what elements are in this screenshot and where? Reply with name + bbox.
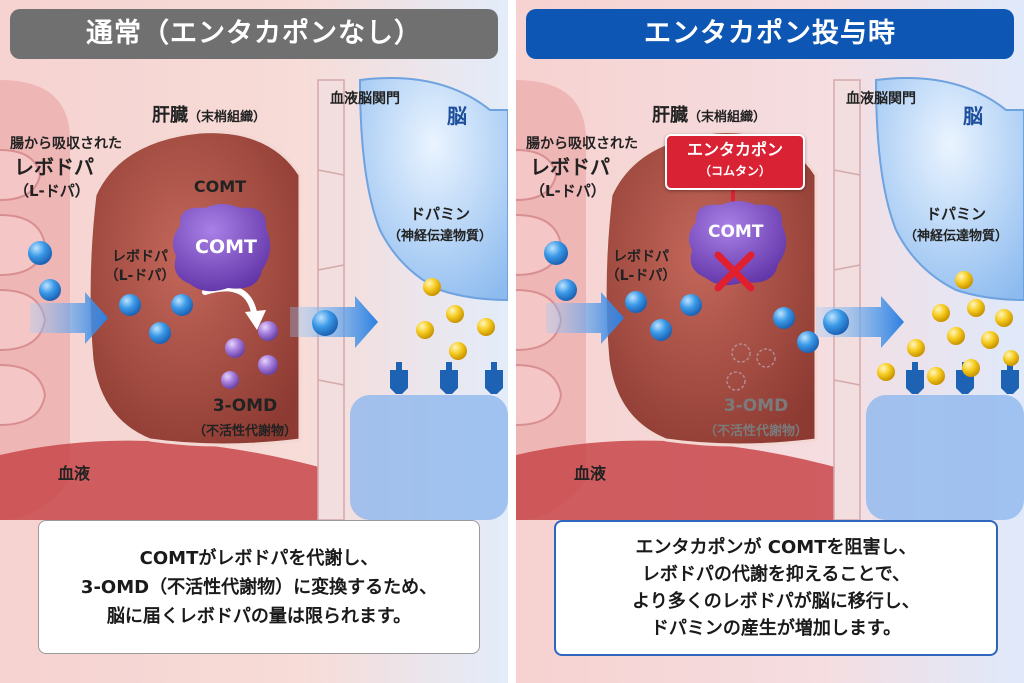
metabolism-arrowhead	[245, 310, 266, 330]
blood-label: 血液	[58, 464, 91, 483]
entacapone-brand-label: （コムタン）	[698, 164, 771, 178]
intestine-label-line3: （L-ドパ）	[14, 182, 90, 200]
liver-label: 肝臓（末梢組織）	[652, 101, 766, 127]
comt-enzyme	[172, 204, 271, 292]
liver-title: 肝臓	[152, 105, 188, 126]
liver-title: 肝臓	[652, 105, 688, 126]
caption-line: より多くのレボドパが脳に移行し、	[632, 591, 920, 612]
levodopa-label-line2: （L-ドパ）	[104, 268, 176, 284]
dopamine-label: ドパミン	[925, 205, 986, 223]
arrow-right-icon	[816, 296, 904, 348]
arrow-right-icon	[30, 292, 108, 344]
bbb-label: 血液脳関門	[330, 91, 400, 107]
postsynaptic-neuron	[866, 395, 1024, 520]
caption-line: エンタカポンが COMTを阻害し、	[635, 537, 917, 558]
intestine-label-line1: 腸から吸収された	[10, 136, 122, 152]
liver-label: 肝臓（末梢組織）	[152, 101, 266, 127]
caption-line: レボドパの代謝を抑えることで、	[641, 564, 911, 585]
inhibition-x-icon	[714, 251, 755, 292]
intestine-label-line3: （L-ドパ）	[530, 182, 606, 200]
liver-subtitle: （末梢組織）	[688, 110, 767, 125]
blood-vessel	[516, 440, 846, 520]
dopamine-molecules	[877, 271, 1019, 385]
bbb-label: 血液脳関門	[846, 91, 916, 107]
intestine-label-line1: 腸から吸収された	[526, 136, 638, 152]
brain-label: 脳	[447, 104, 467, 128]
3omd-label: 3-OMD	[212, 396, 278, 416]
comt-enzyme	[688, 201, 787, 286]
blood-brain-barrier	[317, 79, 345, 521]
intestine-label-line2: レボドパ	[14, 155, 94, 179]
dopamine-sublabel: （神経伝達物質）	[903, 229, 1008, 244]
caption-line: 3-OMD（不活性代謝物）に変換するため、	[80, 576, 438, 598]
blood-label: 血液	[574, 464, 607, 483]
3omd-sublabel: （不活性代謝物）	[192, 424, 297, 439]
entacapone-label: エンタカポン	[686, 140, 783, 159]
postsynaptic-neuron	[350, 395, 508, 520]
comt-small-label: COMT	[193, 177, 247, 196]
entacapone-label-box: エンタカポン （コムタン）	[665, 134, 805, 190]
blood-brain-barrier	[833, 79, 861, 521]
blood-vessel	[0, 440, 330, 520]
arrow-right-icon	[546, 292, 624, 344]
dopamine-sublabel: （神経伝達物質）	[387, 229, 492, 244]
levodopa-label-line1: レボドパ	[613, 249, 669, 265]
dopamine-molecules	[416, 278, 495, 360]
normal-header: 通常（エンタカポンなし）	[10, 9, 498, 59]
comt-label: COMT	[195, 236, 257, 258]
entacapone-caption: エンタカポンが COMTを阻害し、 レボドパの代謝を抑えることで、 より多くのレ…	[554, 520, 998, 656]
entacapone-panel: エンタカポン投与時 肝臓（末梢組織） 血液脳関門 脳 腸から吸収された レボドパ…	[516, 0, 1024, 683]
normal-caption: COMTがレボドパを代謝し、 3-OMD（不活性代謝物）に変換するため、 脳に届…	[38, 520, 480, 654]
brain-label: 脳	[963, 104, 983, 128]
3omd-molecules	[221, 321, 278, 389]
caption-line: COMTがレボドパを代謝し、	[139, 547, 379, 569]
3omd-molecules-faded	[726, 343, 776, 391]
levodopa-molecules	[544, 241, 849, 353]
caption-line: ドパミンの産生が増加します。	[650, 618, 902, 639]
caption-line: 脳に届くレボドパの量は限られます。	[106, 605, 412, 627]
3omd-sublabel: （不活性代謝物）	[703, 424, 808, 439]
3omd-label: 3-OMD	[723, 396, 789, 416]
levodopa-label-line2: （L-ドパ）	[605, 268, 677, 284]
intestine	[0, 80, 70, 520]
intestine-label-line2: レボドパ	[530, 155, 610, 179]
dopamine-receptors	[390, 362, 503, 394]
levodopa-molecules	[28, 241, 338, 344]
normal-panel: 通常（エンタカポンなし） 肝臓（末梢組織） 血液脳関門 脳 腸から吸収された レ…	[0, 0, 508, 683]
dopamine-label: ドパミン	[409, 205, 470, 223]
levodopa-label-line1: レボドパ	[112, 249, 168, 265]
neuron-terminal	[874, 77, 1024, 302]
entacapone-header: エンタカポン投与時	[526, 9, 1014, 59]
comt-label: COMT	[708, 222, 764, 242]
liver-subtitle: （末梢組織）	[188, 110, 267, 125]
panel-divider	[508, 0, 516, 683]
